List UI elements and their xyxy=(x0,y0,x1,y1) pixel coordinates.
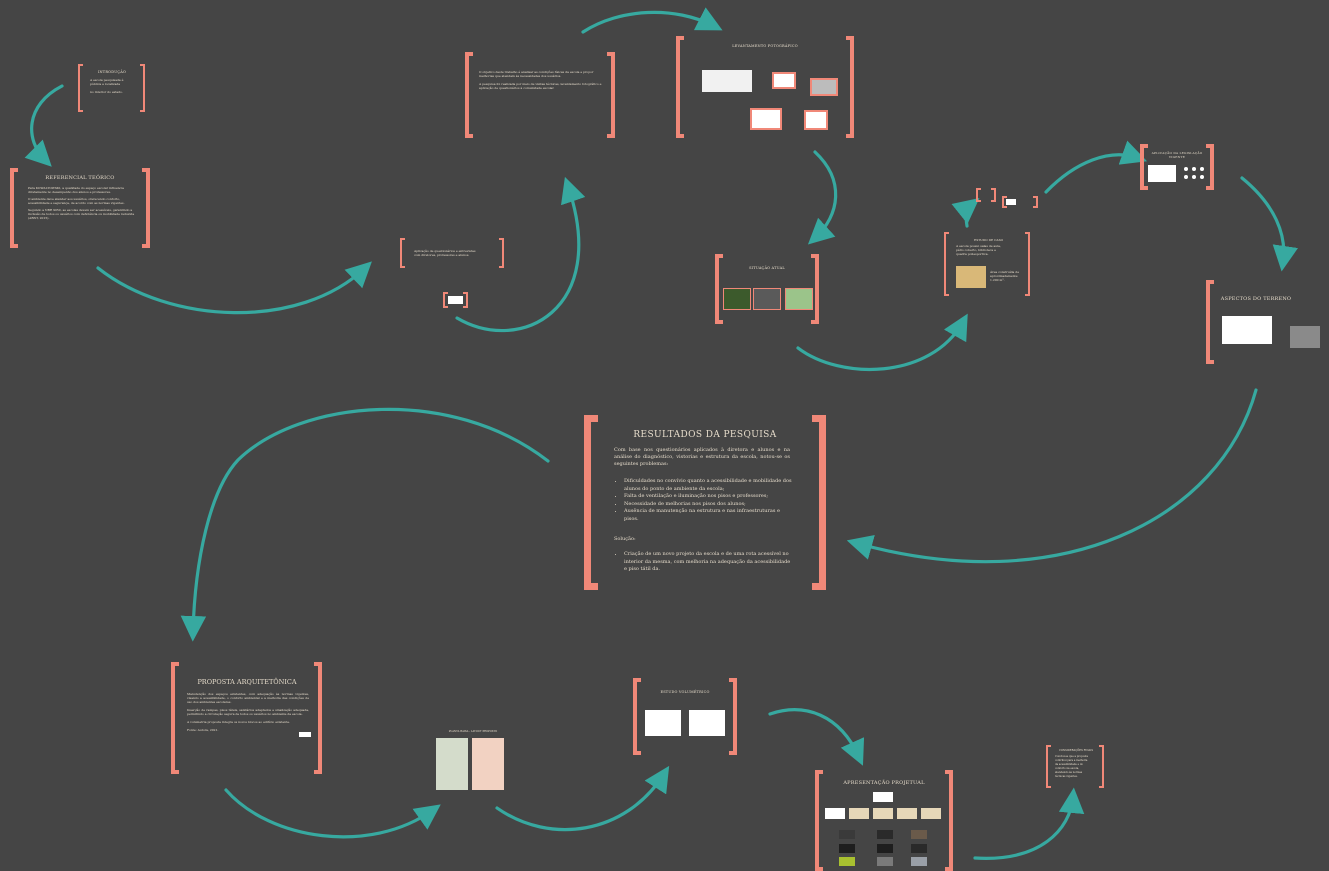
photo-thumbnail xyxy=(772,72,796,89)
problem-item: Ausência de manutenção na estrutura e na… xyxy=(624,508,792,523)
problem-item: Falta de ventilação e iluminação nos pis… xyxy=(624,493,792,501)
node-text: Aplicação de questionários e entrevistas… xyxy=(414,249,476,257)
node-referencial-teorico[interactable]: REFERENCIAL TEÓRICO Para KOWALTOWSKI, a … xyxy=(10,168,150,248)
plan-thumbnail xyxy=(299,732,311,737)
node-apresentacao-projetual[interactable]: APRESENTAÇÃO PROJETUAL xyxy=(815,770,953,871)
node-title: ASPECTOS DO TERRENO xyxy=(1220,296,1292,302)
arrow-volumetrico-to-apresentacao xyxy=(768,708,865,766)
problem-item: Necessidade de melhorias nos pisos dos a… xyxy=(624,501,792,509)
node-title: REFERENCIAL TEÓRICO xyxy=(45,175,115,181)
node-aplicacao-legislacao[interactable]: APLICAÇÃO DA LEGISLAÇÃO VIGENTE xyxy=(1140,144,1214,190)
node-metodologia[interactable]: Aplicação de questionários e entrevistas… xyxy=(400,238,504,268)
photo-thumbnail xyxy=(723,288,751,310)
solution-list: Criação de um novo projeto da escola e d… xyxy=(616,551,792,574)
node-title: LEVANTAMENTO FOTOGRÁFICO xyxy=(732,44,798,48)
photo-thumbnail xyxy=(804,110,828,130)
terrain-map xyxy=(1290,326,1320,348)
node-text: Manutenção dos espaços existentes, com a… xyxy=(187,692,309,732)
node-title: ESTUDO DE CASO xyxy=(974,238,1004,242)
arrow-aspectos-to-resultados xyxy=(846,388,1258,564)
photo-thumbnail xyxy=(753,288,781,310)
node-title: PROPOSTA ARQUITETÔNICA xyxy=(197,678,297,686)
solution-label: Solução: xyxy=(614,536,636,542)
project-board xyxy=(873,792,893,802)
terrain-image xyxy=(1222,316,1272,344)
photo-thumbnail xyxy=(448,296,463,304)
node-title: INTRODUÇÃO xyxy=(97,70,127,74)
node-estudo-volumetrico[interactable]: ESTUDO VOLUMÉTRICO xyxy=(633,678,737,755)
node-small-image-2[interactable] xyxy=(1002,196,1038,208)
node-title: ESTUDO VOLUMÉTRICO xyxy=(660,690,710,694)
node-text: A escola possui salas de aula,pátio cobe… xyxy=(956,244,1001,256)
node-title: PLANTA BAIXA - LAYOUT PROPOSTO xyxy=(448,730,498,733)
floor-plan-image xyxy=(956,266,986,288)
node-aspectos-do-terreno[interactable]: ASPECTOS DO TERRENO xyxy=(1206,280,1329,364)
node-estudo-de-caso[interactable]: ESTUDO DE CASO A escola possui salas de … xyxy=(944,232,1030,296)
node-title: APRESENTAÇÃO PROJETUAL xyxy=(843,780,925,786)
arrow-proposta-to-plantas xyxy=(224,788,441,839)
volume-render xyxy=(689,710,725,736)
node-title: APLICAÇÃO DA LEGISLAÇÃO VIGENTE xyxy=(1151,151,1203,159)
results-intro: Com base nos questionários aplicados à d… xyxy=(614,447,790,467)
arrow-referencial-to-metodologia xyxy=(96,261,372,315)
arrow-resultados-to-proposta xyxy=(180,407,550,642)
node-text: O objetivo deste trabalho é analisar as … xyxy=(479,70,602,90)
solution-item: Criação de um novo projeto da escola e d… xyxy=(624,551,792,574)
node-title: RESULTADOS DA PESQUISA xyxy=(633,430,777,440)
photo-thumbnail xyxy=(810,78,838,96)
arrow-objetivo-to-levantamento xyxy=(581,7,723,34)
arrow-apresentacao-to-consideracoes xyxy=(973,787,1085,860)
node-text: Para KOWALTOWSKI, a qualidade do espaço … xyxy=(28,186,135,220)
photo-thumbnail xyxy=(750,108,782,130)
arrow-metodologia-to-objetivo xyxy=(455,176,586,333)
node-levantamento-fotografico[interactable]: LEVANTAMENTO FOTOGRÁFICO xyxy=(676,36,854,138)
node-title: SITUAÇÃO ATUAL xyxy=(749,266,785,270)
node-plantas[interactable]: PLANTA BAIXA - LAYOUT PROPOSTO xyxy=(434,730,506,792)
arrow-situacao-to-estudo xyxy=(796,313,968,371)
node-resultados-da-pesquisa[interactable]: RESULTADOS DA PESQUISA Com base nos ques… xyxy=(584,415,826,590)
node-situacao-atual[interactable]: SITUAÇÃO ATUAL xyxy=(715,254,819,324)
photo-thumbnail xyxy=(785,288,813,310)
document-thumbnail xyxy=(1148,165,1176,182)
node-proposta-arquitetonica[interactable]: PROPOSTA ARQUITETÔNICA Manutenção dos es… xyxy=(171,662,322,774)
arrow-intro-to-referencial xyxy=(24,84,64,167)
floor-plan-image xyxy=(472,738,504,790)
floor-plan-image xyxy=(436,738,468,790)
arrow-levantamento-to-situacao xyxy=(807,150,838,245)
problem-item: Dificuldades no convívio quanto a acessi… xyxy=(624,478,792,493)
node-consideracoes-finais[interactable]: CONSIDERAÇÕES FINAIS Conclui-se que a pr… xyxy=(1046,745,1104,788)
photo-grid xyxy=(702,70,752,92)
node-metodologia-image[interactable] xyxy=(443,292,468,308)
arrow-small-to-legislacao xyxy=(1044,140,1148,194)
volume-render xyxy=(645,710,681,736)
node-title: CONSIDERAÇÕES FINAIS xyxy=(1058,749,1094,752)
arrow-estudo-to-legislacao xyxy=(951,197,980,228)
arrow-legislacao-to-aspectos xyxy=(1240,176,1298,272)
arrow-plantas-to-volumetrico xyxy=(495,765,670,832)
node-small-image-1[interactable] xyxy=(976,188,996,202)
photo-thumbnail xyxy=(1006,199,1016,205)
node-objetivo[interactable]: O objetivo deste trabalho é analisar as … xyxy=(465,52,615,138)
results-problem-list: Dificuldades no convívio quanto a acessi… xyxy=(616,478,792,524)
